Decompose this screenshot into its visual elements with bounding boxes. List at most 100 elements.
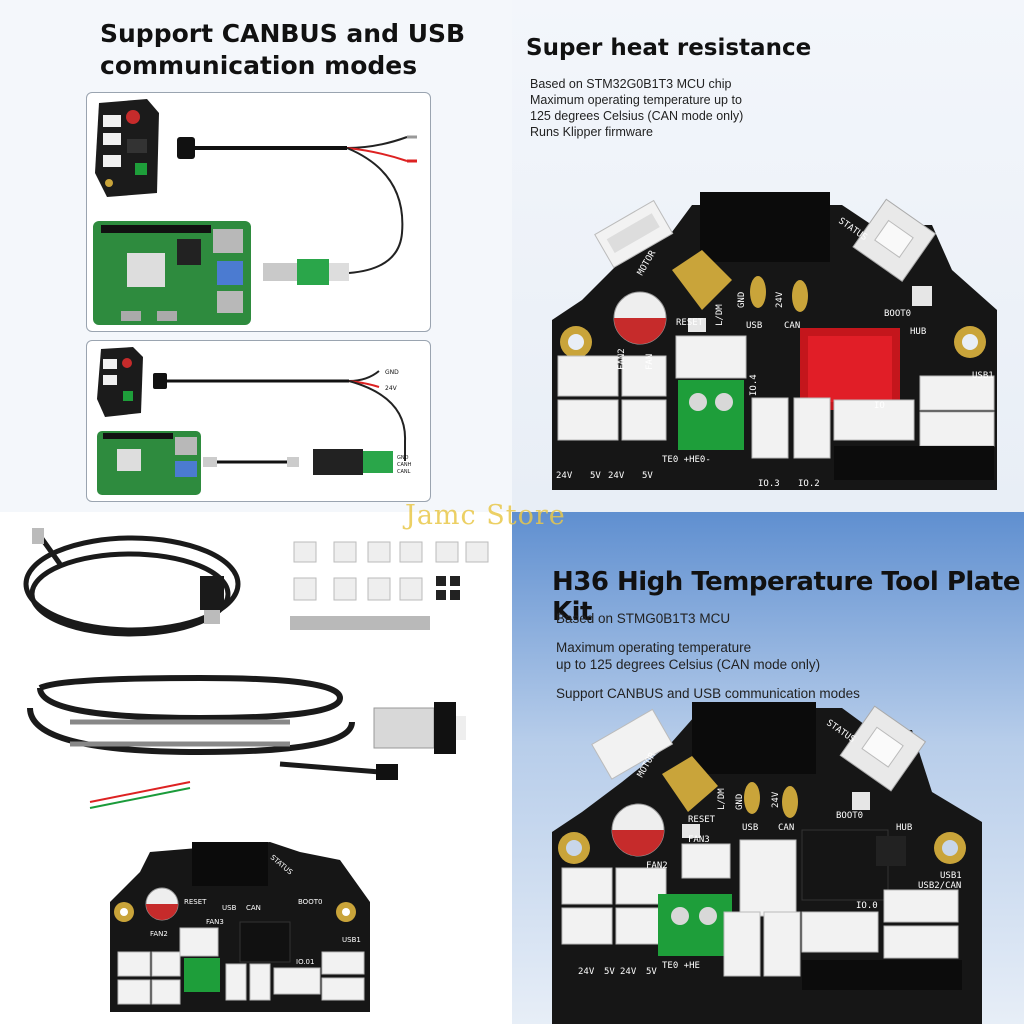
motor-connector-icon bbox=[594, 199, 674, 269]
label-can: CAN bbox=[784, 321, 800, 331]
kit-label-gnd: GND bbox=[735, 794, 745, 810]
label-24v: 24V bbox=[775, 291, 785, 308]
kit-label-hub: HUB bbox=[896, 823, 912, 833]
connector-shells-icon bbox=[290, 541, 489, 630]
label-usb: USB bbox=[746, 321, 762, 331]
kit-label-te0: TE0 +HE bbox=[662, 961, 700, 971]
extension-cable-icon bbox=[27, 674, 466, 809]
kit-label-can: CAN bbox=[778, 823, 794, 833]
label-io4: IO.4 bbox=[749, 374, 759, 396]
kit-spec-line: Support CANBUS and USB communication mod… bbox=[556, 686, 860, 701]
label-te0: TE0 +HE0- bbox=[662, 455, 711, 465]
label-bottom-24v-2: 24V bbox=[608, 471, 625, 481]
label-bottom-5v: 5V bbox=[590, 471, 601, 481]
accessories-panel: RESET FAN3 FAN2 IO.01 USB CAN BOOT0 STAT… bbox=[0, 512, 512, 1024]
kit-label-fan2: FAN2 bbox=[646, 861, 668, 871]
heat-spec-line: Maximum operating temperature up to bbox=[530, 93, 742, 107]
kit-label-io: IO.0 bbox=[856, 901, 878, 911]
small-label-reset: RESET bbox=[184, 898, 207, 906]
small-label-can: CAN bbox=[246, 904, 261, 912]
label-bottom-5v-2: 5V bbox=[642, 471, 653, 481]
toolboard-small-render bbox=[110, 842, 370, 1012]
small-label-usb1: USB1 bbox=[342, 936, 361, 944]
usb-can-art: GND 24V GND CANH CA bbox=[97, 347, 412, 495]
raspberry-pi-icon bbox=[93, 221, 251, 325]
kit-specs: Based on STMG0B1T3 MCU Maximum operating… bbox=[556, 610, 860, 702]
kit-spec-line: Maximum operating temperature bbox=[556, 640, 752, 655]
small-label-fan2: FAN2 bbox=[150, 930, 168, 938]
canh-wire-label: CANH bbox=[397, 462, 412, 468]
usb-can-wiring-diagram: GND 24V GND CANH CA bbox=[86, 340, 431, 502]
boot-button-icon[interactable] bbox=[912, 286, 932, 306]
label-ldm: L/DM bbox=[715, 304, 725, 326]
toolboard-small-icon bbox=[97, 347, 143, 417]
heat-spec-line: 125 degrees Celsius (CAN mode only) bbox=[530, 109, 744, 123]
label-io: IO bbox=[874, 401, 885, 411]
label-io2: IO.2 bbox=[798, 479, 820, 489]
gnd-wire-label: GND bbox=[385, 369, 399, 376]
kit-spec-line: up to 125 degrees Celsius (CAN mode only… bbox=[556, 657, 821, 672]
toolboard-large-render: MOTOR STATUS RESET L/DM GND 24V USB CAN … bbox=[552, 192, 997, 490]
heat-title: Super heat resistance bbox=[526, 35, 812, 61]
store-watermark: Jamc Store bbox=[405, 500, 566, 531]
label-hub: HUB bbox=[910, 327, 926, 337]
usb-cable-icon bbox=[23, 528, 241, 637]
kit-label-usb1: USB1 bbox=[940, 871, 962, 881]
kit-usb-c-port-icon bbox=[839, 705, 927, 792]
heat-spec-line: Runs Klipper firmware bbox=[530, 125, 653, 139]
kit-label-b5: 5V bbox=[604, 967, 615, 977]
kit-label-reset: RESET bbox=[688, 815, 716, 825]
can-wiring-art bbox=[93, 99, 417, 325]
small-label-io: IO.01 bbox=[296, 958, 314, 966]
kit-label-usb2can: USB2/CAN bbox=[918, 881, 961, 891]
fan-connector bbox=[557, 355, 619, 397]
toolboard-icon bbox=[95, 99, 159, 197]
thermistor-pad bbox=[672, 250, 732, 310]
kit-label-boot: BOOT0 bbox=[836, 811, 863, 821]
small-label-fan3: FAN3 bbox=[206, 918, 224, 926]
reset-button-icon[interactable] bbox=[688, 318, 706, 332]
canbus-title-line1: Support CANBUS and USB bbox=[100, 19, 466, 48]
heat-spec-line: Based on STM32G0B1T3 MCU chip bbox=[530, 77, 732, 91]
label-boot: BOOT0 bbox=[884, 309, 911, 319]
canbus-usb-panel: Support CANBUS and USB communication mod… bbox=[0, 0, 512, 512]
kit-label-b24b: 24V bbox=[620, 967, 637, 977]
accessories-art: RESET FAN3 FAN2 IO.01 USB CAN BOOT0 STAT… bbox=[23, 528, 489, 1012]
small-label-usb: USB bbox=[222, 904, 237, 912]
label-fan2: FAN2 bbox=[617, 348, 627, 370]
label-fan: FAN bbox=[645, 354, 655, 370]
heater-terminal bbox=[678, 380, 744, 450]
cable-plug-icon bbox=[177, 137, 195, 159]
kit-label-b24: 24V bbox=[578, 967, 595, 977]
canl-wire-label: CANL bbox=[397, 469, 411, 475]
can-wiring-diagram bbox=[86, 92, 431, 332]
kit-motor-connector-icon bbox=[591, 708, 674, 780]
label-reset: RESET bbox=[676, 318, 704, 328]
usb-can-adapter-icon bbox=[263, 259, 349, 285]
toolboard-kit-render: MOTOR STATUS RESET USB CAN BOOT0 HUB USB… bbox=[552, 702, 982, 1024]
label-io3: IO.3 bbox=[758, 479, 780, 489]
small-label-boot: BOOT0 bbox=[298, 898, 322, 906]
canbus-title-line2: communication modes bbox=[100, 51, 418, 80]
v24-wire-label: 24V bbox=[385, 385, 398, 392]
canbus-title: Support CANBUS and USB communication mod… bbox=[100, 18, 465, 82]
kit-title: H36 High Temperature Tool Plate Kit bbox=[552, 567, 1020, 627]
gnd2-wire-label: GND bbox=[397, 455, 409, 461]
raspberry-pi-small-icon bbox=[97, 431, 201, 495]
kit-label-ldm: L/DM bbox=[717, 788, 727, 810]
usb-c-port-icon bbox=[852, 198, 937, 282]
kit-panel: H36 High Temperature Tool Plate Kit Base… bbox=[512, 512, 1024, 1024]
label-bottom-24v: 24V bbox=[556, 471, 573, 481]
kit-label-b5b: 5V bbox=[646, 967, 657, 977]
heat-specs: Based on STM32G0B1T3 MCU chip Maximum op… bbox=[530, 76, 743, 140]
label-gnd: GND bbox=[737, 292, 747, 308]
label-usb1: USB1 bbox=[972, 371, 994, 381]
heat-resistance-panel: Super heat resistance Based on STM32G0B1… bbox=[512, 0, 1024, 512]
kit-label-fan3: FAN3 bbox=[688, 835, 710, 845]
kit-mcu-chip bbox=[801, 829, 889, 901]
can-adapter-small-icon bbox=[313, 449, 393, 475]
kit-spec-line: Based on STMG0B1T3 MCU bbox=[556, 611, 731, 626]
kit-label-usb: USB bbox=[742, 823, 758, 833]
kit-label-24v: 24V bbox=[771, 791, 781, 808]
